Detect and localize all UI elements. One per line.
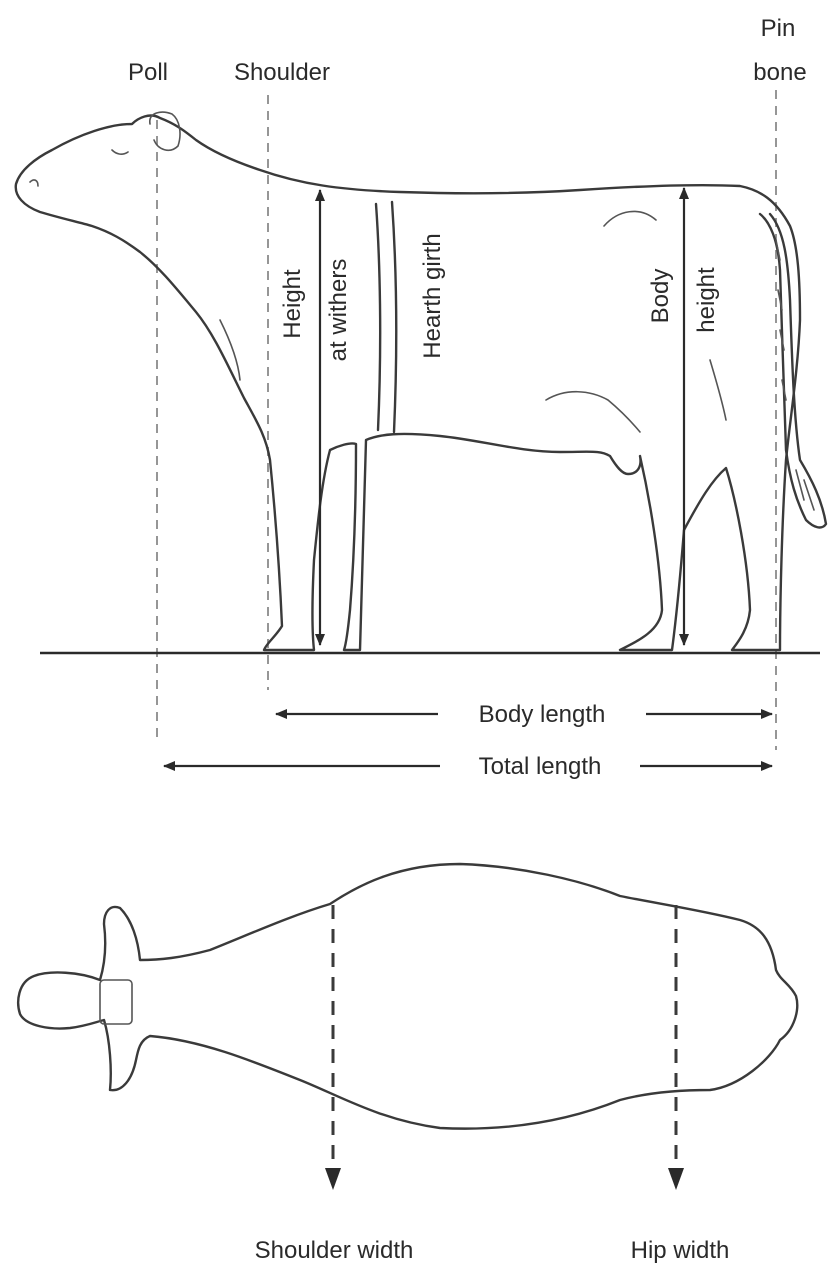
- hip-fold: [604, 211, 656, 226]
- udder-fold: [546, 392, 640, 432]
- cow-side-outline: [16, 116, 800, 650]
- pin-bone-label-line1: Pin: [761, 15, 796, 42]
- poll-label: Poll: [128, 59, 168, 86]
- hip-width-label: Hip width: [631, 1237, 730, 1264]
- body-height-label-line2: height: [693, 267, 720, 333]
- pin-bone-label-line2: bone: [753, 59, 806, 86]
- height-at-withers-label-line2: at withers: [325, 259, 352, 362]
- body-height-label-line1: Body: [647, 269, 674, 324]
- top-view: Shoulder width Hip width: [18, 864, 797, 1264]
- body-length-label: Body length: [479, 701, 606, 728]
- height-at-withers-label-line1: Height: [279, 269, 306, 339]
- total-length-label: Total length: [479, 753, 602, 780]
- tail-outline: [760, 214, 826, 527]
- ear-shape: [150, 112, 180, 150]
- stifle-line: [710, 360, 726, 420]
- head-poll-marker: [100, 980, 132, 1024]
- heart-girth-label: Hearth girth: [419, 233, 446, 358]
- cow-top-outline: [18, 864, 797, 1129]
- heart-girth-band: [376, 202, 396, 432]
- eye-mark: [112, 150, 128, 154]
- shoulder-label: Shoulder: [234, 59, 330, 86]
- side-view: Poll Shoulder Pin bone Height at withers…: [16, 15, 826, 780]
- nostril-mark: [30, 180, 38, 186]
- shoulder-width-label: Shoulder width: [255, 1237, 414, 1264]
- hip-width-arrowhead: [668, 1168, 684, 1190]
- shoulder-width-arrowhead: [325, 1168, 341, 1190]
